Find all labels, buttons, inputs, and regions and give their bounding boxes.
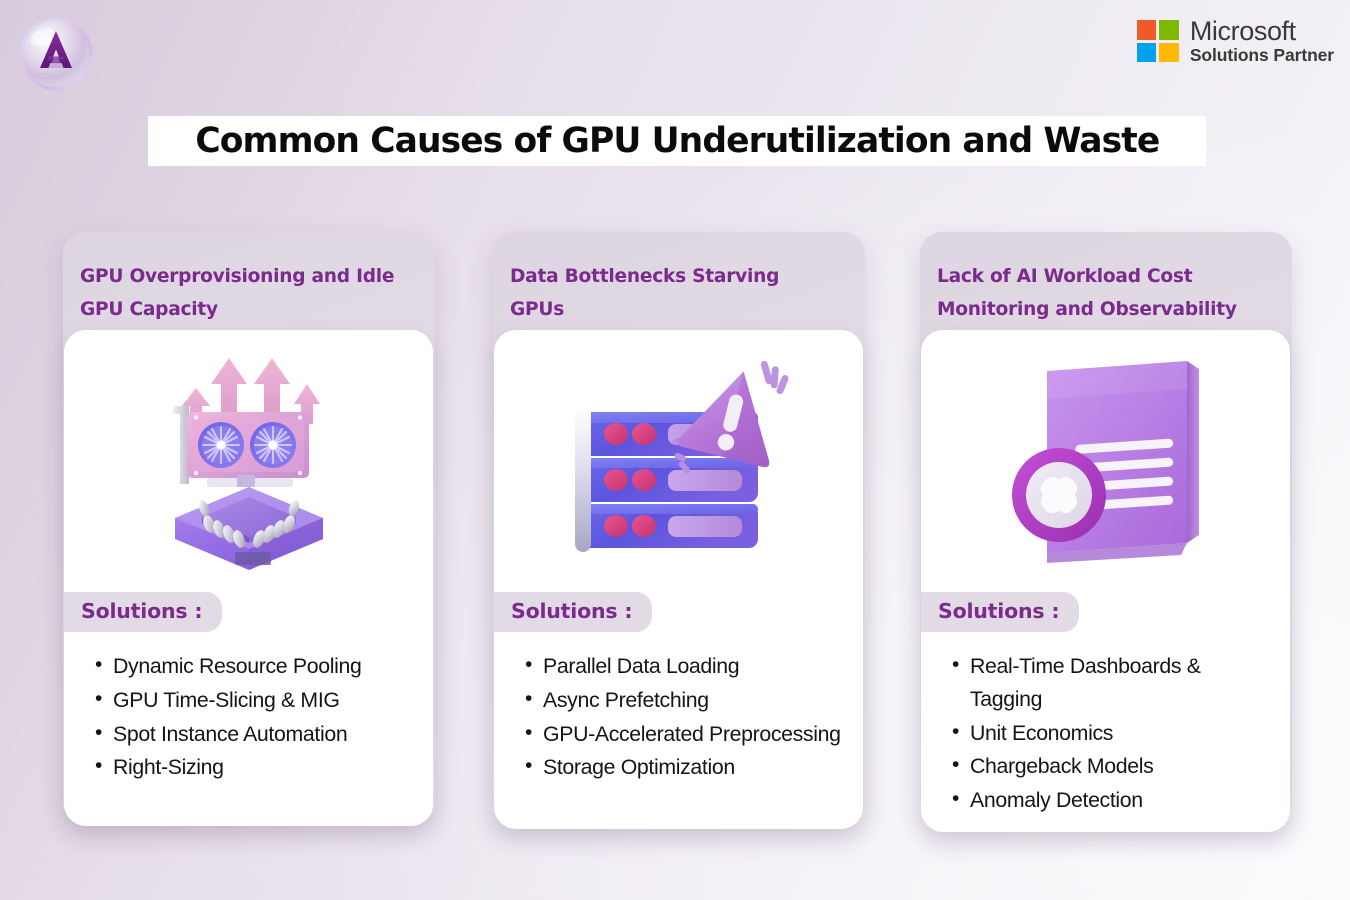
list-item: Real-Time Dashboards & Tagging <box>952 649 1274 716</box>
solutions-label: Solutions : <box>494 592 653 632</box>
cards-row: GPU Overprovisioning and Idle GPU Capaci… <box>0 232 1350 832</box>
bubble-sphere-a-logo <box>12 10 100 98</box>
microsoft-wordmark: Microsoft <box>1189 16 1296 46</box>
gpu-graphics-card-with-up-arrows-icon <box>64 330 433 588</box>
microsoft-solutions-partner-badge: Microsoft Solutions Partner <box>1136 16 1334 65</box>
list-item: Right-Sizing <box>95 750 417 784</box>
card-data-bottlenecks: Data Bottlenecks Starving GPUs <box>493 232 865 829</box>
document-with-error-cross-badge-icon <box>921 330 1290 588</box>
card-title: Lack of AI Workload Cost Monitoring and … <box>937 266 1237 321</box>
list-item: GPU Time-Slicing & MIG <box>95 683 417 717</box>
card-body: Solutions : Real-Time Dashboards & Taggi… <box>921 330 1290 832</box>
list-item: Chargeback Models <box>952 749 1274 783</box>
list-item: Dynamic Resource Pooling <box>95 649 417 683</box>
microsoft-four-squares-logo <box>1136 20 1179 63</box>
list-item: Spot Instance Automation <box>95 717 417 751</box>
card-gpu-overprovisioning: GPU Overprovisioning and Idle GPU Capaci… <box>63 232 435 826</box>
database-server-stack-with-warning-triangle-icon <box>494 330 863 588</box>
card-body: Solutions : Parallel Data Loading Async … <box>494 330 863 829</box>
list-item: Anomaly Detection <box>952 783 1274 817</box>
list-item: GPU-Accelerated Preprocessing <box>525 717 847 751</box>
list-item: Parallel Data Loading <box>525 649 847 683</box>
card-cost-monitoring: Lack of AI Workload Cost Monitoring and … <box>920 232 1292 832</box>
solutions-label: Solutions : <box>64 592 223 632</box>
solutions-list: Dynamic Resource Pooling GPU Time-Slicin… <box>64 632 433 809</box>
card-title: GPU Overprovisioning and Idle GPU Capaci… <box>80 266 395 321</box>
card-body: Solutions : Dynamic Resource Pooling GPU… <box>64 330 433 826</box>
headline-banner: Common Causes of GPU Underutilization an… <box>148 116 1206 166</box>
card-title: Data Bottlenecks Starving GPUs <box>510 266 780 321</box>
microsoft-partner-subtitle: Solutions Partner <box>1189 44 1334 65</box>
list-item: Async Prefetching <box>525 683 847 717</box>
page-title: Common Causes of GPU Underutilization an… <box>194 121 1160 161</box>
solutions-list: Real-Time Dashboards & Tagging Unit Econ… <box>921 632 1290 842</box>
list-item: Storage Optimization <box>525 750 847 784</box>
solutions-list: Parallel Data Loading Async Prefetching … <box>494 632 863 809</box>
solutions-label: Solutions : <box>921 592 1080 632</box>
list-item: Unit Economics <box>952 716 1274 750</box>
